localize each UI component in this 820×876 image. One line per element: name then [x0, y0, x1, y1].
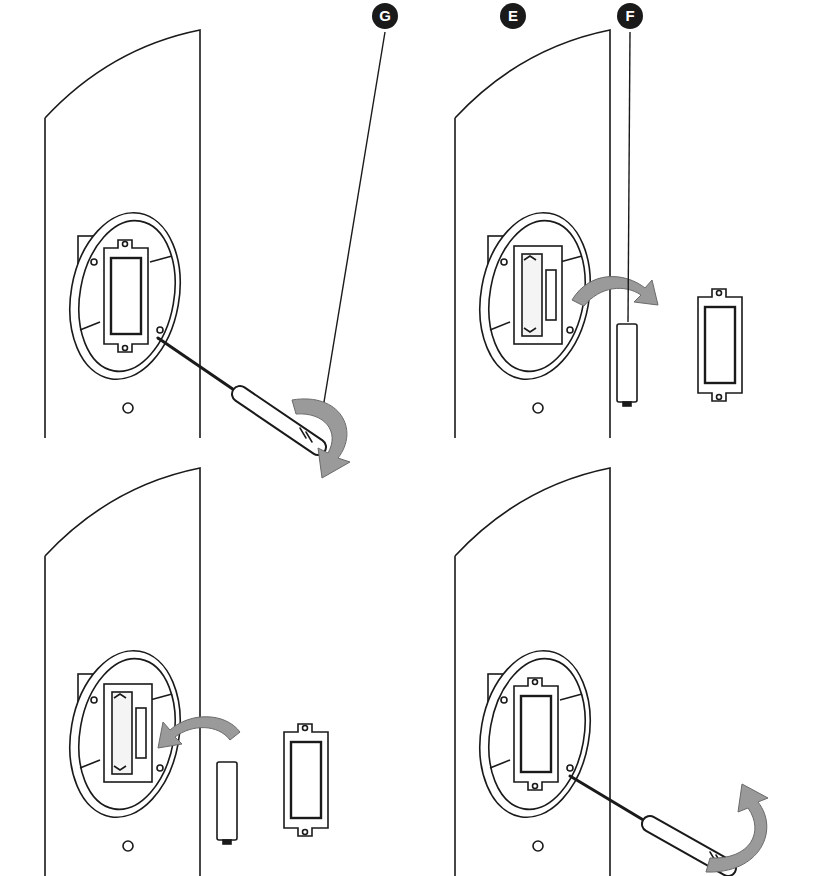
callout-letter: E: [500, 3, 526, 29]
callout-letter: G: [372, 3, 398, 29]
callout-letter: F: [617, 3, 643, 29]
